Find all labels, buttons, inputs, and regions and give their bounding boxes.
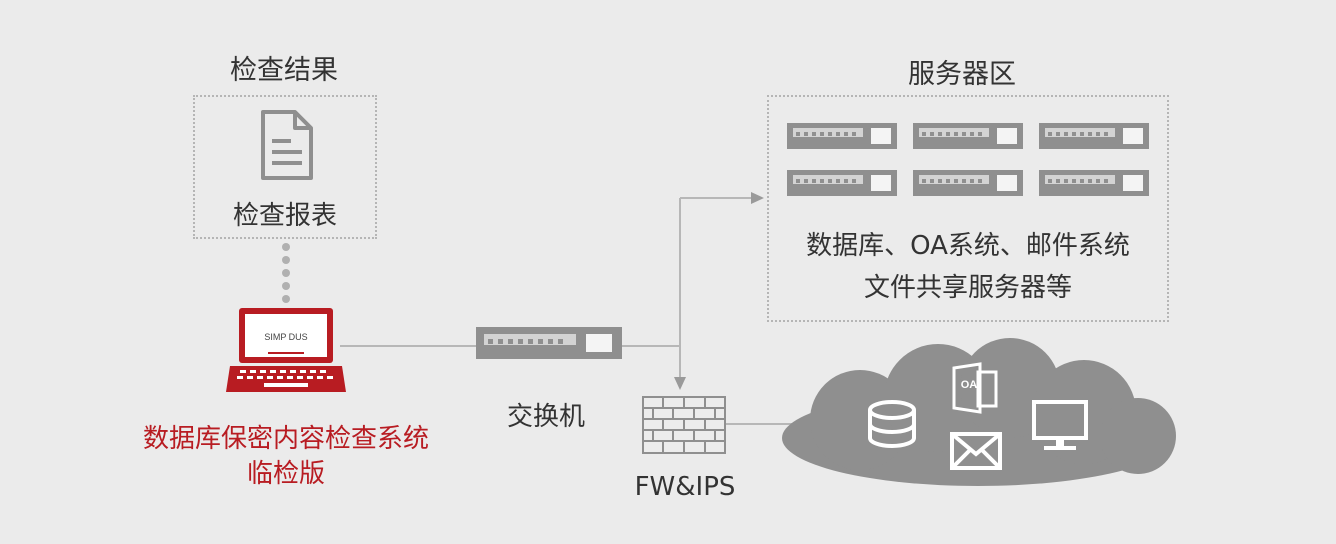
firewall-label: FW&IPS: [634, 472, 736, 502]
report-title: 检查结果: [230, 55, 338, 86]
server-icon: [1039, 170, 1149, 196]
firewall-icon: [642, 396, 726, 454]
report-label: 检查报表: [232, 201, 337, 231]
to-firewall-arrowhead: [674, 377, 686, 390]
report-box: 检查报表: [193, 95, 377, 239]
report-link-dots: [282, 243, 290, 303]
server-icon: [913, 123, 1023, 149]
server-zone-title: 服务器区: [908, 59, 1016, 90]
server-zone-line1: 数据库、OA系统、邮件系统: [806, 231, 1130, 261]
switch-icon: [476, 327, 622, 359]
cloud-network: [782, 338, 1176, 486]
laptop-icon: [226, 308, 346, 392]
switch-label: 交换机: [506, 402, 585, 432]
server-icon: [787, 123, 897, 149]
to-server-arrowhead: [751, 192, 764, 204]
server-icon: [787, 170, 897, 196]
oa-icon: [952, 362, 998, 414]
laptop-label-line2: 临检版: [246, 459, 325, 489]
server-icon: [913, 170, 1023, 196]
laptop-label-line1: 数据库保密内容检查系统: [142, 424, 429, 454]
database-icon: [868, 400, 916, 448]
cloud-oa-text: OA: [960, 379, 978, 391]
laptop-screen-text: SIMP DUS: [264, 332, 308, 342]
server-icon: [1039, 123, 1149, 149]
server-zone-line2: 文件共享服务器等: [863, 273, 1072, 303]
monitor-icon: [1032, 400, 1088, 450]
laptop: SIMP DUS: [226, 306, 346, 398]
server-zone-box: 数据库、OA系统、邮件系统 文件共享服务器等: [767, 95, 1169, 322]
mail-icon: [950, 432, 1002, 470]
server-rack-group: [787, 123, 1149, 196]
document-icon: [261, 110, 313, 180]
